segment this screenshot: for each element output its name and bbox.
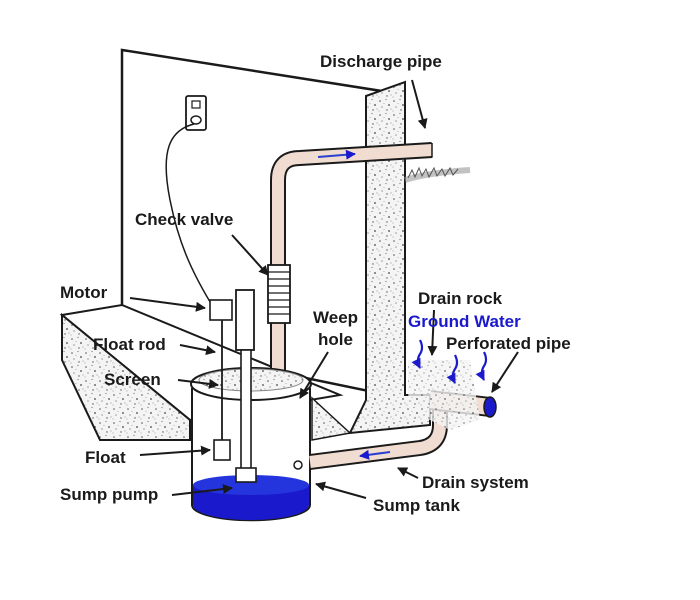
outlet-icon [185,95,207,131]
label-sump-tank: Sump tank [373,496,460,515]
label-float-rod: Float rod [93,335,166,354]
leader-float-rod [179,344,216,356]
flow-arrow-drain [359,449,391,460]
leader-motor [129,297,206,312]
ground-grass [404,166,471,183]
label-discharge-pipe: Discharge pipe [320,52,442,71]
leader-check-valve [231,234,269,276]
label-weep-hole-2: hole [318,330,353,349]
discharge-pipe [270,142,433,470]
leader-float [139,445,211,456]
label-perforated-pipe: Perforated pipe [446,334,571,353]
leader-screen [177,378,219,389]
floor-slab-right [311,396,352,441]
floor-slab-edge [61,312,191,441]
ground-water-arrows [411,339,488,384]
label-motor: Motor [60,283,108,302]
weep-hole [293,460,303,470]
label-ground-water: Ground Water [408,312,521,331]
label-screen: Screen [104,370,161,389]
leader-drain-system [397,467,419,479]
label-sump-pump: Sump pump [60,485,158,504]
leader-sump-pump [171,484,233,496]
drain-pipe [308,405,448,470]
power-cord [165,123,216,311]
leader-discharge [411,79,428,129]
label-check-valve: Check valve [135,210,233,229]
label-weep-hole-1: Weep [313,308,358,327]
leader-weep-hole [299,351,329,399]
label-drain-rock: Drain rock [418,289,503,308]
check-valve [267,264,291,324]
sump-pump [209,289,257,483]
leader-perforated-pipe [491,351,519,393]
label-float: Float [85,448,126,467]
leader-drain-rock [427,309,438,356]
leader-sump-tank [315,481,367,499]
label-drain-system: Drain system [422,473,529,492]
drain-rock [408,360,480,430]
flow-arrow-discharge [317,149,356,160]
